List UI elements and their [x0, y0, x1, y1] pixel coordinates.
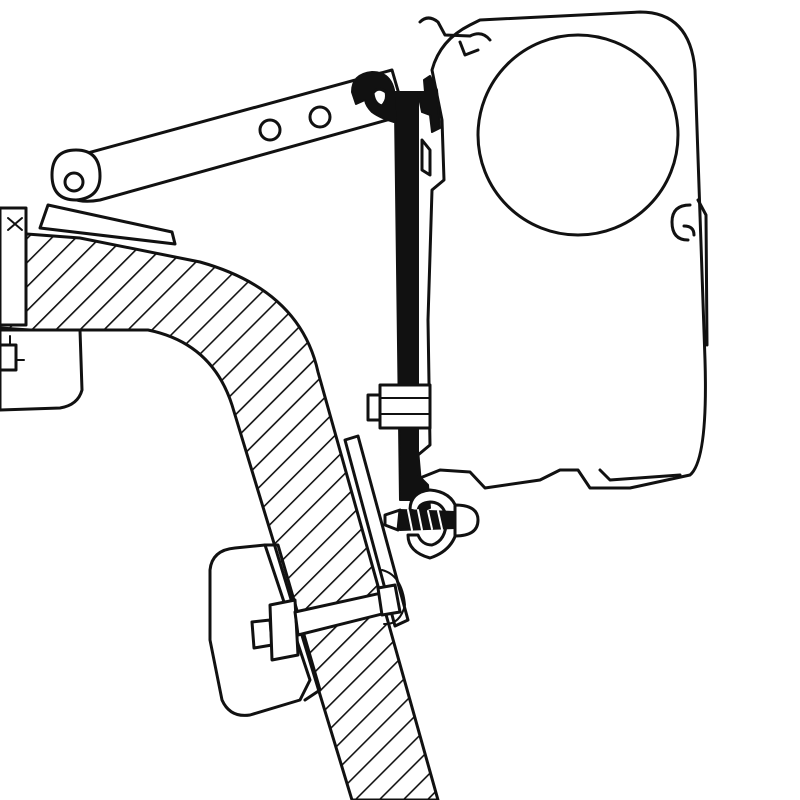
- wall-strap: [343, 434, 410, 628]
- arm-hole-1: [258, 118, 282, 142]
- roof-rail-clamp: [0, 206, 84, 412]
- bolt-and-nut: [366, 383, 432, 430]
- vehicle-roof-wall-section: [0, 230, 440, 800]
- awning-roller-tube: [476, 33, 680, 237]
- lower-bolt: [250, 583, 402, 662]
- hinged-support-arm: [38, 68, 407, 246]
- lower-hook-clip: [406, 488, 460, 560]
- screw-fastener: [383, 503, 480, 538]
- arm-hole-2: [308, 105, 332, 129]
